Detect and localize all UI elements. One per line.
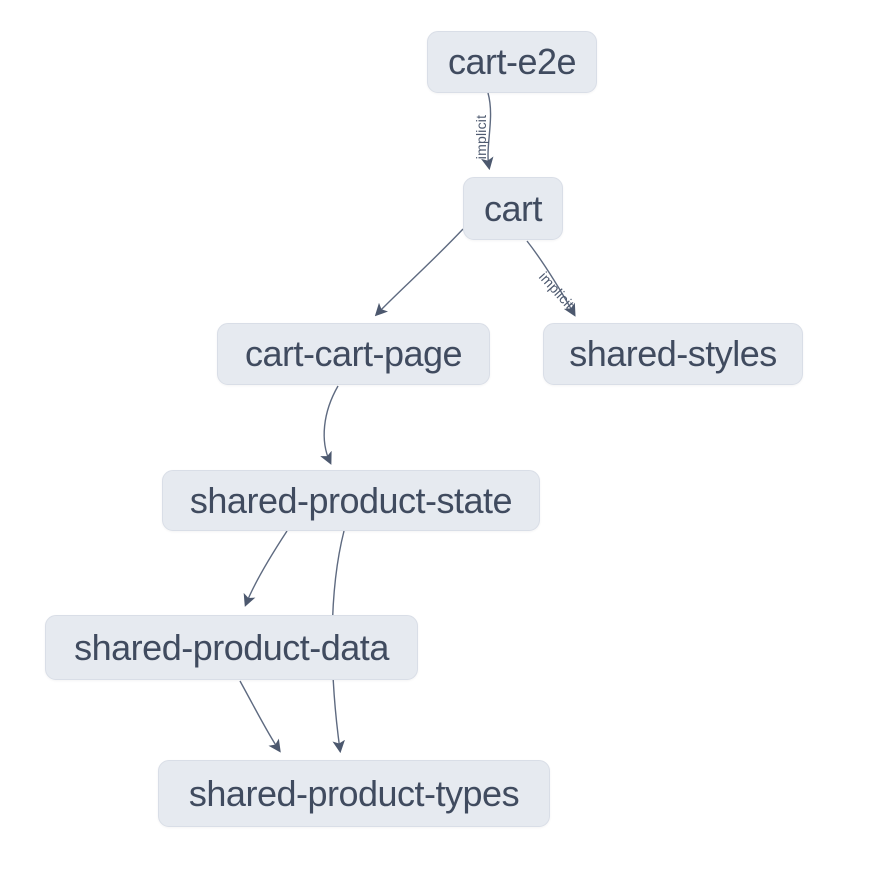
node-cart-e2e[interactable]: cart-e2e <box>427 31 597 93</box>
node-cart[interactable]: cart <box>463 177 563 240</box>
node-shared-product-data[interactable]: shared-product-data <box>45 615 418 680</box>
node-shared-product-types[interactable]: shared-product-types <box>158 760 550 827</box>
node-shared-styles[interactable]: shared-styles <box>543 323 803 385</box>
edge-cart-e2e-to-cart <box>481 92 494 171</box>
node-label: shared-styles <box>569 333 777 374</box>
node-label: cart-e2e <box>447 41 577 82</box>
edge-shared-product-data-to-shared-product-types <box>239 680 281 753</box>
node-shared-product-state[interactable]: shared-product-state <box>162 470 540 531</box>
edge-label-implicit-shared-styles: implicit <box>536 268 578 312</box>
edge-label-implicit-cart-e2e: implicit <box>473 115 489 159</box>
node-label: shared-product-types <box>188 772 520 814</box>
node-label: cart <box>483 187 543 229</box>
node-label: shared-product-data <box>74 626 389 668</box>
node-label: shared-product-state <box>189 479 513 521</box>
edge-cart-cart-page-to-shared-product-state <box>320 385 339 465</box>
edge-cart-to-cart-cart-page <box>374 228 464 317</box>
node-label: cart-cart-page <box>244 333 463 374</box>
node-cart-cart-page[interactable]: cart-cart-page <box>217 323 490 385</box>
edge-cart-to-shared-styles <box>526 240 576 317</box>
edge-shared-product-state-to-shared-product-data <box>243 530 288 607</box>
